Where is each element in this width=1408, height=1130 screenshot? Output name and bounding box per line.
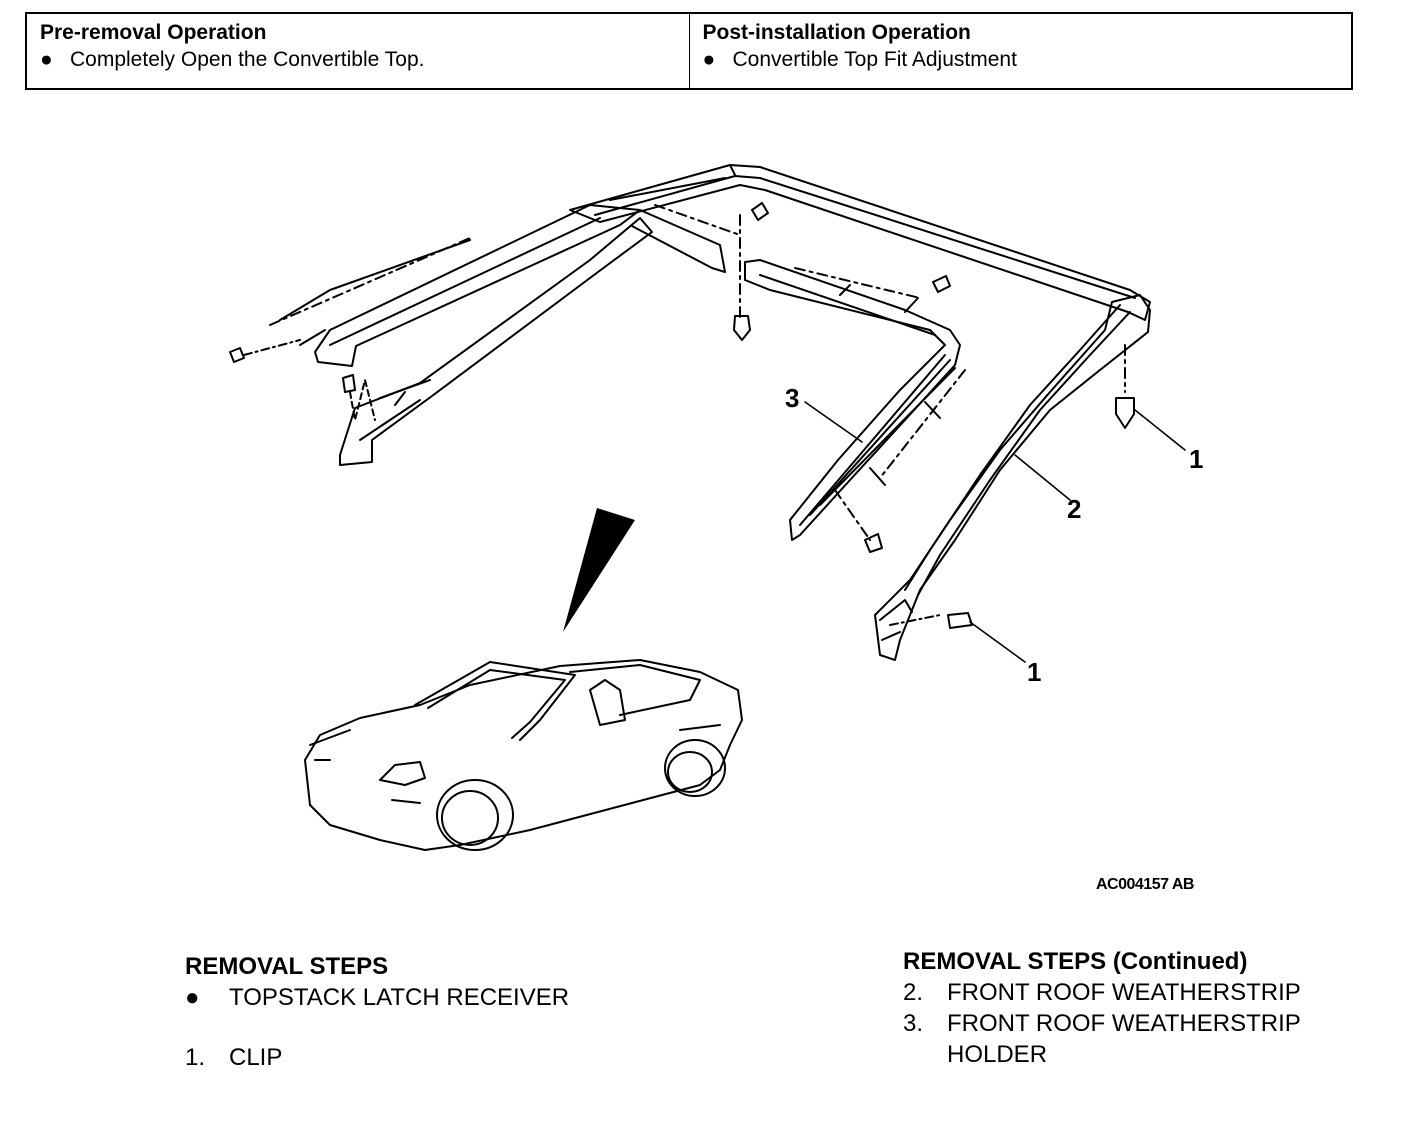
step-2-number: 2. xyxy=(903,979,924,1006)
bullet-icon: ● xyxy=(185,984,200,1011)
callout-1-upper: 1 xyxy=(1189,444,1203,474)
pre-removal-item: ● Completely Open the Convertible Top. xyxy=(40,46,689,74)
removal-steps-left: REMOVAL STEPS ● TOPSTACK LATCH RECEIVER … xyxy=(185,951,569,1073)
pre-removal-cell: Pre-removal Operation ● Completely Open … xyxy=(27,14,689,88)
bullet-icon: ● xyxy=(40,48,53,71)
pre-removal-title: Pre-removal Operation xyxy=(40,21,267,44)
removal-steps-title: REMOVAL STEPS xyxy=(185,953,389,980)
step-bullet-label: TOPSTACK LATCH RECEIVER xyxy=(229,984,570,1011)
post-installation-title: Post-installation Operation xyxy=(702,21,971,44)
car-overview xyxy=(304,659,743,851)
step-1-number: 1. xyxy=(185,1044,206,1071)
bullet-icon: ● xyxy=(702,48,716,71)
step-3-label-continued: HOLDER xyxy=(947,1041,1048,1068)
weatherstrip-holder-part xyxy=(744,259,966,553)
step-3-number: 3. xyxy=(903,1010,924,1037)
operation-table: Pre-removal Operation ● Completely Open … xyxy=(25,12,1353,90)
center-fasteners xyxy=(733,202,951,341)
left-fasteners xyxy=(229,339,376,421)
step-3-row: 3. FRONT ROOF WEATHERSTRIP xyxy=(903,1008,1301,1039)
callout-leaders xyxy=(804,401,1186,663)
step-1-label: CLIP xyxy=(229,1044,283,1071)
post-installation-item: ● Convertible Top Fit Adjustment xyxy=(703,46,1352,74)
front-roof-weatherstrip-part xyxy=(874,294,1151,661)
post-installation-item-text: Convertible Top Fit Adjustment xyxy=(732,48,1017,71)
pre-removal-item-text: Completely Open the Convertible Top. xyxy=(70,48,425,71)
step-2-row: 2. FRONT ROOF WEATHERSTRIP xyxy=(903,977,1301,1008)
figure-id: AC004157 AB xyxy=(1096,876,1194,893)
post-installation-cell: Post-installation Operation ● Convertibl… xyxy=(688,14,1352,88)
callout-3: 3 xyxy=(785,383,799,413)
step-1-row: 1. CLIP xyxy=(185,1042,569,1073)
step-2-label: FRONT ROOF WEATHERSTRIP xyxy=(947,979,1301,1006)
callout-2: 2 xyxy=(1067,494,1081,524)
step-bullet-row: ● TOPSTACK LATCH RECEIVER xyxy=(185,982,569,1013)
header-frame xyxy=(569,164,1151,323)
step-3-label: FRONT ROOF WEATHERSTRIP xyxy=(947,1010,1301,1037)
pointer-wedge xyxy=(563,508,635,632)
right-clips xyxy=(947,397,1135,629)
exploded-diagram: 1 1 2 3 xyxy=(229,164,1203,851)
removal-steps-continued-title: REMOVAL STEPS (Continued) xyxy=(903,948,1248,975)
left-side-rail xyxy=(269,204,653,466)
callout-1-lower: 1 xyxy=(1027,657,1041,687)
removal-steps-right: REMOVAL STEPS (Continued) 2. FRONT ROOF … xyxy=(903,946,1301,1070)
